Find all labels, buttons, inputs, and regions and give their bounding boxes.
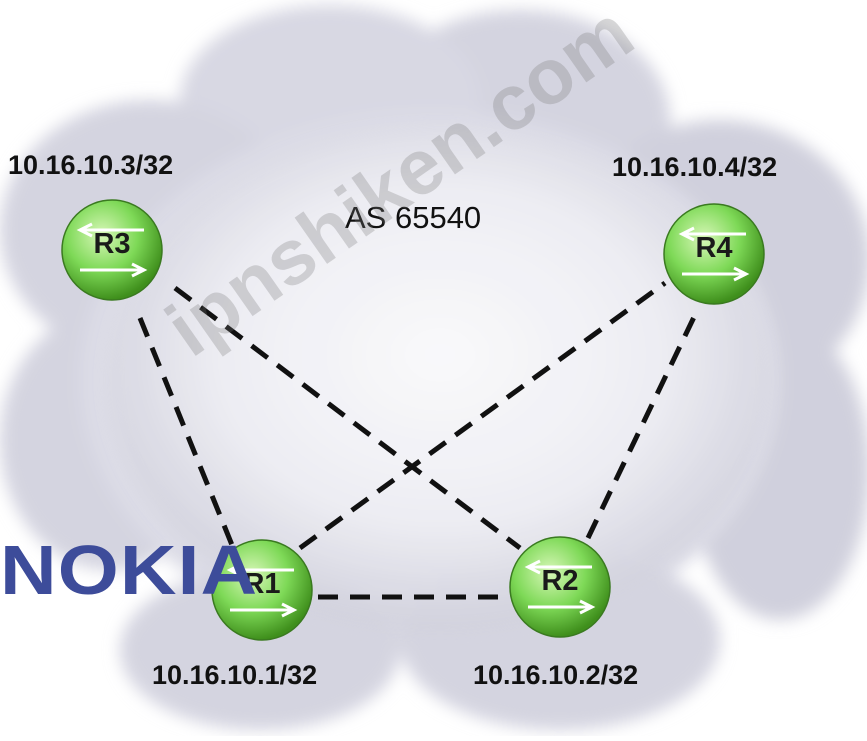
router-icon <box>663 203 765 305</box>
link-r1-r4 <box>298 280 667 551</box>
router-r3-icon: R3 <box>60 198 164 302</box>
link-r3-r1 <box>137 317 235 546</box>
links-layer <box>137 280 698 600</box>
as-label: AS 65540 <box>345 200 482 235</box>
router-r2-icon: R2 <box>508 535 612 639</box>
r4-address-label: 10.16.10.4/32 <box>612 152 778 182</box>
link-r3-r2 <box>173 286 522 550</box>
router-r2-name: R2 <box>541 565 579 597</box>
router-icon <box>509 536 611 638</box>
router-r4-icon: R4 <box>662 202 766 306</box>
router-r3-name: R3 <box>93 228 131 260</box>
link-r2-r4 <box>585 313 698 540</box>
router-r1-icon: R1 <box>210 538 314 642</box>
router-r4-name: R4 <box>695 232 733 264</box>
router-r1-name: R1 <box>243 568 281 600</box>
r3-address-label: 10.16.10.3/32 <box>8 150 174 180</box>
r1-address-label: 10.16.10.1/32 <box>152 660 318 690</box>
router-icon <box>61 199 163 301</box>
r2-address-label: 10.16.10.2/32 <box>473 660 639 690</box>
router-icon <box>211 539 313 641</box>
nokia-logo: NOKIA <box>0 531 259 609</box>
